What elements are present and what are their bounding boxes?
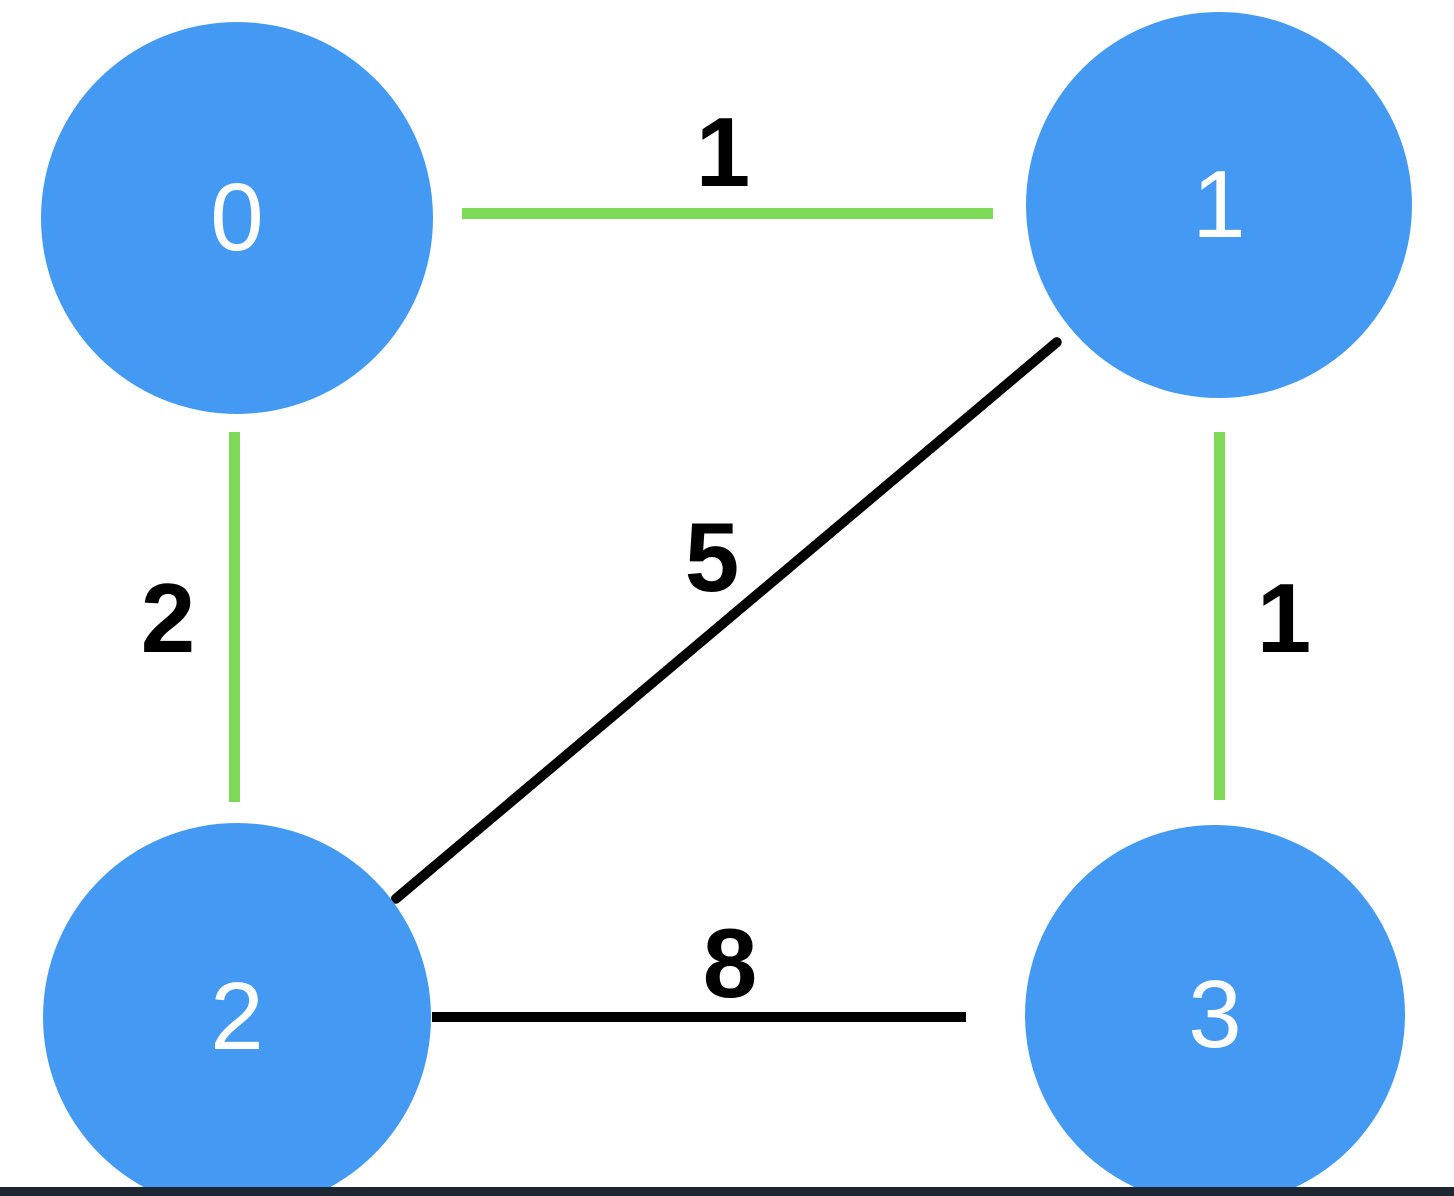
edge-1-3-weight-label: 1	[1256, 563, 1312, 673]
edge-0-1-line	[462, 208, 993, 219]
edge-1-2-line	[388, 335, 1064, 906]
edge-0-2-line	[229, 432, 240, 802]
node-2: 2	[43, 823, 431, 1196]
node-3-label: 3	[1188, 961, 1242, 1068]
edge-0-1-weight-label: 1	[695, 97, 751, 207]
bottom-edge-bar	[0, 1187, 1454, 1196]
node-3: 3	[1025, 825, 1405, 1196]
edge-2-3-line	[432, 1012, 966, 1022]
node-1: 1	[1026, 12, 1412, 398]
edge-1-3-line	[1214, 432, 1225, 800]
node-0-label: 0	[210, 164, 264, 271]
node-2-label: 2	[210, 963, 264, 1070]
edge-0-2-weight-label: 2	[140, 563, 196, 673]
edge-1-2-weight-label: 5	[684, 502, 740, 612]
edge-2-3-weight-label: 8	[702, 908, 758, 1018]
node-1-label: 1	[1192, 151, 1246, 258]
node-0: 0	[41, 22, 433, 414]
